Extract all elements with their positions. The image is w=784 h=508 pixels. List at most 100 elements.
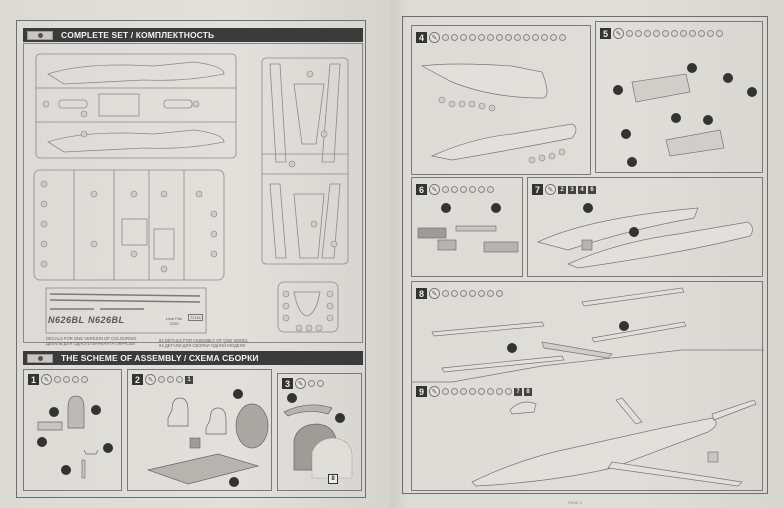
part-ref — [54, 376, 61, 383]
decal-ref: 3 — [568, 185, 576, 194]
sprue-overview-panel: N626BL N626BL Lear Fan 2100 72116 DECALS… — [23, 43, 363, 348]
part-ref — [478, 290, 485, 297]
part-ref — [469, 34, 476, 41]
wing-upper-right — [581, 287, 685, 307]
engine-nacelle-bottom — [665, 129, 725, 157]
part-ref — [442, 186, 449, 193]
part-ref — [550, 34, 557, 41]
step-7-header: 7 ✎ 2 3 4 6 — [532, 184, 596, 195]
steps-8-9-panel: 8 ✎ 9 ✎ 7 8 — [411, 281, 764, 491]
cockpit-assembly — [581, 239, 593, 251]
seat-cushion — [37, 421, 63, 431]
part-ref — [158, 376, 165, 383]
part-ref — [541, 34, 548, 41]
cabin-part — [437, 239, 457, 251]
step-3-number: 3 — [282, 378, 293, 389]
model-sub-text: 2100 — [169, 321, 179, 326]
fuselage-sprue-frame — [35, 53, 237, 159]
glue-icon: ✎ — [145, 374, 156, 385]
glue-icon: ✎ — [429, 288, 440, 299]
sprue-drawings — [33, 53, 349, 334]
part-ref — [496, 34, 503, 41]
step-8-number: 8 — [416, 288, 427, 299]
step-1-drawing — [37, 395, 113, 479]
bulkhead — [235, 403, 269, 449]
details-note: 84 DETAILS FOR ASSEMBLY OF ONE MODEL 84 … — [159, 338, 248, 348]
glue-icon: ✎ — [429, 184, 440, 195]
part-ref — [478, 34, 485, 41]
decal-ref: 6 — [588, 185, 596, 194]
part-ref — [626, 30, 633, 37]
part-ref — [487, 290, 494, 297]
part-ref — [451, 388, 458, 395]
instrument-decal — [311, 437, 353, 479]
step-6-panel: 6 ✎ — [411, 177, 523, 277]
wing-lower-left — [441, 355, 565, 373]
part-ref — [478, 388, 485, 395]
glue-icon: ✎ — [295, 378, 306, 389]
part-ref — [496, 388, 503, 395]
part-ref — [487, 186, 494, 193]
part-ref — [460, 34, 467, 41]
step-2-drawing — [146, 389, 269, 487]
part-ref — [167, 376, 174, 383]
control-stick — [81, 459, 86, 479]
step-1-number: 1 — [28, 374, 39, 385]
part-ref — [176, 376, 183, 383]
right-page: 4 ✎ 5 ✎ — [402, 16, 768, 494]
cabin-seat-row — [417, 227, 447, 239]
decals-note: DECALS FOR ONE VERSION OF COLOURING ДЕКА… — [46, 336, 137, 346]
part-ref — [487, 388, 494, 395]
step-5-panel: 5 ✎ — [595, 21, 763, 173]
step-2-header: 2 ✎ 1 — [132, 374, 193, 385]
part-ref — [496, 290, 503, 297]
decal-kit-code: 72116 — [188, 314, 203, 321]
step-2-number: 2 — [132, 374, 143, 385]
glue-icon: ✎ — [41, 374, 52, 385]
step-1-header: 1 ✎ — [28, 374, 88, 385]
brand-logo — [27, 30, 53, 40]
part-ref — [469, 388, 476, 395]
part-ref — [698, 30, 705, 37]
step-6-header: 6 ✎ — [416, 184, 494, 195]
model-name-text: Lear Fan — [166, 316, 183, 321]
step-3-panel: 3 ✎ 8 — [277, 373, 362, 491]
part-ref — [451, 186, 458, 193]
part-ref — [653, 30, 660, 37]
steps-8-9-drawing — [412, 287, 764, 487]
part-ref — [451, 290, 458, 297]
part-ref — [308, 380, 315, 387]
part-ref — [442, 388, 449, 395]
part-ref — [442, 290, 449, 297]
left-page: COMPLETE SET / КОМПЛЕКТНОСТЬ — [16, 20, 366, 498]
fuselage-half-upper — [536, 207, 699, 251]
tail-plane-left — [615, 397, 643, 425]
part-ref — [460, 290, 467, 297]
part-ref — [505, 34, 512, 41]
step-2-panel: 2 ✎ 1 — [127, 369, 272, 491]
part-ref — [451, 34, 458, 41]
yoke-part — [83, 449, 99, 455]
step-divider — [412, 349, 764, 383]
glue-icon: ✎ — [545, 184, 556, 195]
seat-left — [167, 397, 189, 427]
step-4-header: 4 ✎ — [416, 32, 566, 43]
decal-model-name: Lear Fan 2100 — [166, 316, 182, 326]
decals-note-en: DECALS FOR ONE VERSION OF COLOURING — [46, 336, 137, 341]
step-5-drawing — [613, 63, 757, 167]
decal-ref: 2 — [558, 185, 566, 194]
details-note-en: 84 DETAILS FOR ASSEMBLY OF ONE MODEL — [159, 338, 249, 343]
seat-back — [67, 395, 85, 429]
part-ref — [559, 34, 566, 41]
part-ref — [662, 30, 669, 37]
glue-icon: ✎ — [613, 28, 624, 39]
part-ref — [487, 34, 494, 41]
glue-icon: ✎ — [429, 386, 440, 397]
glare-shield — [283, 404, 333, 417]
step-6-drawing — [417, 203, 519, 253]
complete-set-title: COMPLETE SET / КОМПЛЕКТНОСТЬ — [61, 30, 215, 40]
decal-ref: 4 — [578, 185, 586, 194]
part-ref — [460, 388, 467, 395]
wing-center-section — [541, 341, 613, 359]
